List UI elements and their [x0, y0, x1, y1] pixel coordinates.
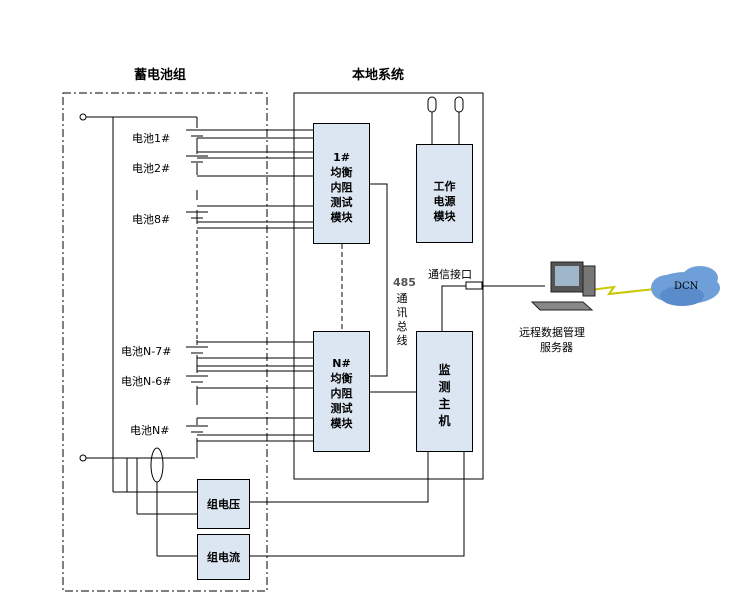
battery-label: 电池N-6#	[121, 375, 172, 388]
module-1-line: 1#	[333, 151, 350, 164]
battery-label: 电池8#	[132, 213, 171, 226]
battery-label: 电池1#	[132, 132, 171, 145]
battery-label: 电池2#	[132, 162, 171, 175]
monitor-host-box: 监 测 主 机	[416, 331, 473, 452]
module-n-line: 内阻	[330, 387, 353, 400]
bus-char: 讯	[396, 306, 408, 319]
module-n-line: N#	[332, 357, 351, 370]
comm-port-label: 通信接口	[428, 268, 472, 281]
monitor-host-line: 监	[438, 363, 451, 377]
local-system-title: 本地系统	[352, 68, 405, 83]
dcn-cloud-icon	[651, 266, 720, 306]
module-1-line: 均衡	[330, 166, 353, 179]
server-label-line2: 服务器	[540, 341, 573, 354]
bus-char: 线	[396, 334, 408, 347]
module-1-line: 测试	[330, 196, 353, 209]
module-1-line: 模块	[330, 211, 353, 224]
server-label-line1: 远程数据管理	[519, 326, 585, 339]
bus-number: 485	[393, 276, 416, 289]
module-1-line: 内阻	[330, 181, 353, 194]
group-voltage-box: 组电压	[197, 479, 250, 529]
module-n-line: 模块	[330, 417, 353, 430]
bus-char: 通	[396, 292, 408, 305]
positive-terminal	[79, 113, 87, 121]
module-n-line: 测试	[330, 402, 353, 415]
module-n-box: N# 均衡 内阻 测试 模块	[313, 331, 370, 452]
battery-group-title: 蓄电池组	[134, 68, 187, 83]
power-supply-line: 工作	[433, 180, 456, 193]
group-current-box: 组电流	[197, 534, 250, 580]
group-current-label: 组电流	[207, 551, 240, 564]
battery-label: 电池N#	[130, 424, 170, 437]
group-voltage-label: 组电压	[207, 498, 240, 511]
power-supply-line: 电源	[433, 195, 456, 208]
current-sensor-ring	[150, 447, 164, 483]
negative-terminal	[79, 454, 87, 462]
monitor-host-line: 主	[438, 397, 451, 411]
computer-icon	[530, 261, 596, 311]
comm-port-connector	[465, 281, 483, 290]
bus-char: 总	[396, 320, 408, 333]
monitor-host-line: 机	[438, 414, 451, 428]
battery-label: 电池N-7#	[121, 345, 172, 358]
dcn-label: DCN	[674, 281, 699, 292]
module-1-box: 1# 均衡 内阻 测试 模块	[313, 123, 370, 244]
bus-label: 通 讯 总 线	[395, 292, 409, 348]
power-supply-box: 工作 电源 模块	[416, 144, 473, 243]
monitor-host-line: 测	[438, 380, 451, 394]
module-n-line: 均衡	[330, 372, 353, 385]
power-supply-line: 模块	[433, 210, 456, 223]
